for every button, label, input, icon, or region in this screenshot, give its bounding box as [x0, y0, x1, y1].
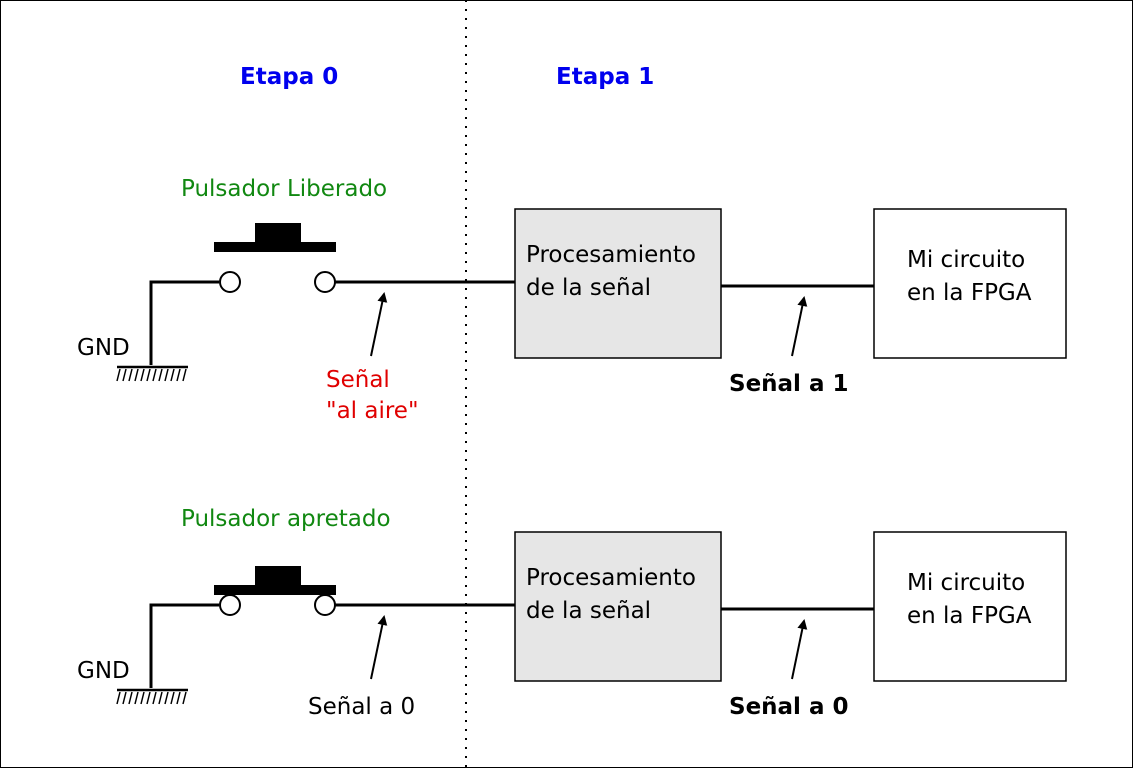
output-signal-label-top: Señal a 1 — [729, 371, 848, 397]
output-signal-arrow-top — [791, 296, 808, 357]
ground-symbol-top — [116, 365, 188, 382]
floating-signal-arrow — [370, 292, 388, 357]
fpga-label-bottom-line1: Mi circuito — [907, 570, 1025, 596]
contact-right-bottom — [314, 594, 336, 616]
fpga-label-top-line2: en la FPGA — [907, 280, 1032, 306]
released-section: Pulsador Liberado GND — [77, 176, 1067, 424]
processing-label-top-line1: Procesamiento — [526, 242, 696, 268]
fpga-label-bottom-line2: en la FPGA — [907, 603, 1032, 629]
output-signal-label-bottom: Señal a 0 — [729, 694, 848, 720]
gnd-wire-top — [149, 280, 219, 365]
contact-left-top — [219, 271, 241, 293]
signal-arrow-bottom — [370, 615, 388, 680]
fpga-label-top-line1: Mi circuito — [907, 247, 1025, 273]
stage-1-heading: Etapa 1 — [556, 64, 654, 90]
gnd-wire-bottom — [149, 603, 219, 688]
gnd-label-bottom: GND — [77, 658, 130, 684]
floating-signal-label-line1: Señal — [326, 367, 390, 393]
fpga-box-bottom — [873, 531, 1067, 682]
pressed-button-label: Pulsador apretado — [181, 506, 391, 532]
fpga-box-top — [873, 208, 1067, 359]
stage-0-heading: Etapa 0 — [240, 64, 338, 90]
output-signal-arrow-bottom — [791, 619, 808, 680]
gnd-label-top: GND — [77, 335, 130, 361]
processing-label-top-line2: de la señal — [526, 275, 651, 301]
processing-label-bottom-line2: de la señal — [526, 598, 651, 624]
released-button-label: Pulsador Liberado — [181, 176, 387, 202]
contact-right-top — [314, 271, 336, 293]
push-button-released — [214, 223, 336, 252]
processing-box-bottom — [514, 531, 722, 682]
pressed-section: Pulsador apretado GND — [77, 506, 1067, 720]
push-button-pressed — [214, 566, 336, 595]
processing-label-bottom-line1: Procesamiento — [526, 565, 696, 591]
contact-left-bottom — [219, 594, 241, 616]
floating-signal-label-line2: "al aire" — [326, 398, 419, 424]
processing-box-top — [514, 208, 722, 359]
signal-label-bottom: Señal a 0 — [308, 694, 415, 720]
ground-symbol-bottom — [116, 688, 188, 705]
